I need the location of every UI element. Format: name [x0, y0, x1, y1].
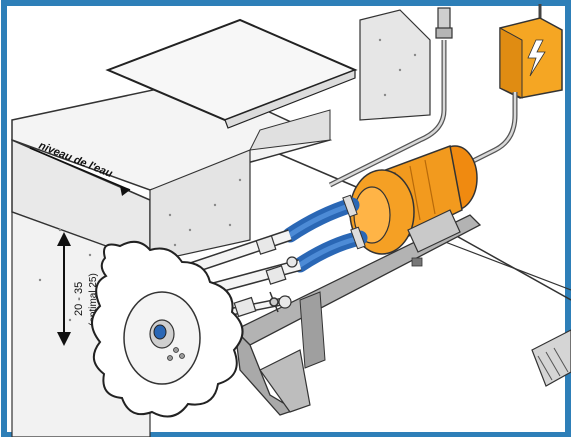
depth-arrow-top [57, 232, 71, 246]
depth-range-label: 20 - 35 [73, 282, 85, 316]
hose-clamp-2 [350, 226, 366, 250]
deck-edge-line-2 [439, 239, 571, 291]
water-level-arrow [120, 186, 130, 196]
bracket-strut [299, 291, 326, 369]
drain-grate-slots [537, 347, 569, 381]
hose-clamp [342, 194, 358, 218]
electrical-conduit-inner [329, 40, 446, 187]
conduit-fitting [435, 7, 453, 39]
upper-concrete [359, 9, 431, 121]
junction-box-front [499, 27, 523, 99]
nozzle-screws [167, 347, 185, 361]
skimmer-body [149, 149, 251, 263]
water-level-line [29, 147, 131, 191]
nozzle-eye [153, 324, 167, 340]
skimmer-body-right [249, 109, 331, 151]
bracket-foot [259, 349, 311, 413]
skimmer-lid-side [224, 69, 356, 129]
pipe-fittings [233, 235, 298, 318]
pump-base [407, 209, 461, 253]
valve-handle [269, 291, 279, 313]
depth-arrow-bottom [57, 332, 71, 346]
lightning-bolt-icon [527, 39, 546, 77]
drain-grate [531, 329, 571, 387]
pump-base-bolt [411, 257, 423, 267]
depth-optimal-label: (optimal 25) [88, 273, 99, 326]
